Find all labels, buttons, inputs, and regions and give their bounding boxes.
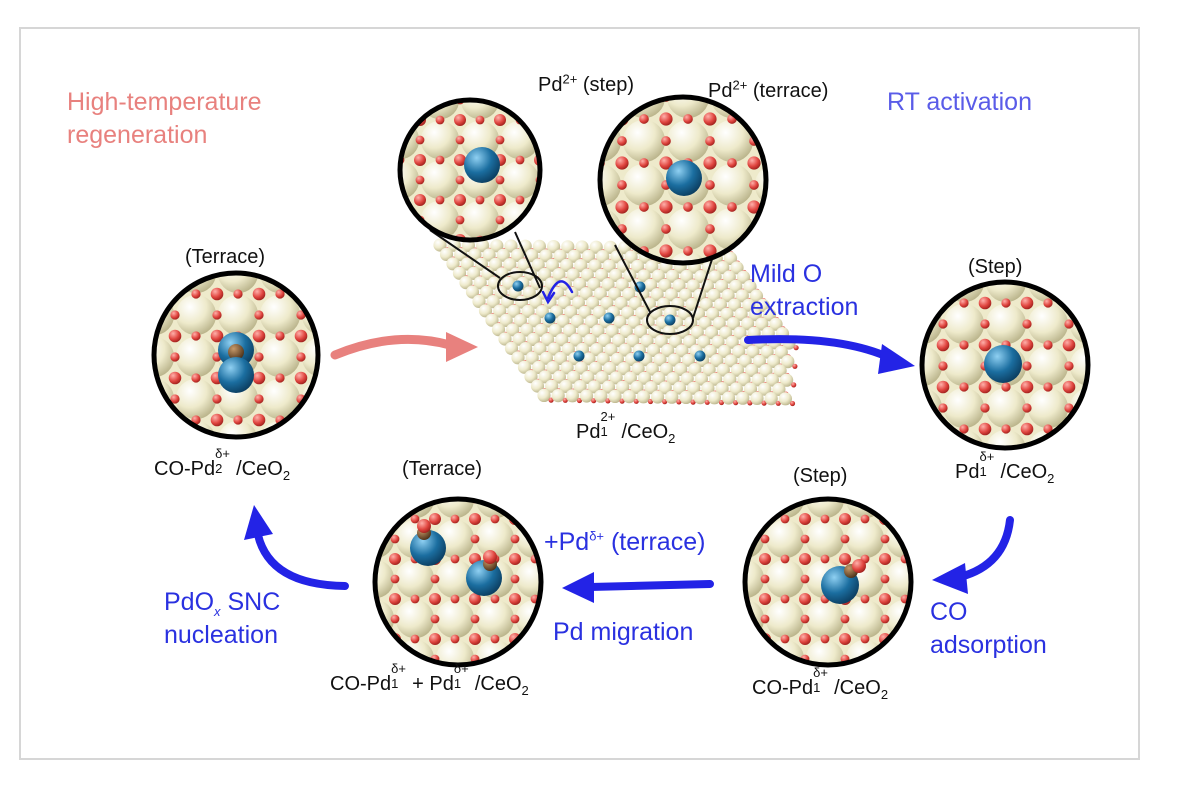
blue-arrow-right-head bbox=[878, 344, 915, 374]
terrace-bottom-label: (Terrace) bbox=[402, 458, 483, 480]
pd-atom bbox=[664, 314, 676, 326]
blue-arrow-down bbox=[956, 516, 1014, 581]
plus-pd-terrace-label: +Pdδ+ (terrace) bbox=[544, 528, 706, 556]
mild-o-extraction-label: Mild O extraction bbox=[750, 260, 859, 321]
pd-atom bbox=[544, 312, 556, 324]
zoom-circle-step-bottom-border bbox=[742, 496, 914, 668]
zoom-lines bbox=[429, 229, 716, 335]
pd-atom bbox=[410, 530, 446, 566]
zoom-circle-pd-terrace-border bbox=[597, 94, 769, 266]
o-atom bbox=[417, 519, 431, 533]
zoom-circle-step-right-border bbox=[919, 279, 1091, 451]
pd-atom bbox=[573, 350, 585, 362]
zoom-circle-step-bottom bbox=[742, 496, 914, 668]
pd-atom bbox=[603, 312, 615, 324]
pd-atom bbox=[633, 350, 645, 362]
pd-atom bbox=[694, 350, 706, 362]
pdox-snc-nucleation-label: PdOx SNC nucleation bbox=[164, 588, 281, 649]
step-right-label: (Step) bbox=[968, 256, 1023, 278]
pd-atom bbox=[464, 147, 500, 183]
pd-terrace-zoom-label: Pd2+ (terrace) bbox=[708, 77, 829, 102]
pd-migration-label: Pd migration bbox=[553, 618, 694, 646]
pd-atom bbox=[984, 345, 1022, 383]
zoom-circle-terrace-left-border bbox=[151, 270, 321, 440]
pink-arrow-head bbox=[446, 332, 478, 362]
pd-atom bbox=[666, 160, 702, 196]
blue-arrow-left-head bbox=[562, 572, 594, 603]
blue-arrow-up bbox=[254, 531, 349, 590]
zoom-circle-terrace-bottom bbox=[372, 496, 544, 668]
zoom-circle-terrace-left bbox=[151, 270, 321, 440]
step-bottom-label: (Step) bbox=[793, 465, 848, 487]
terrace-left-label: (Terrace) bbox=[185, 246, 266, 268]
pink-arrow bbox=[330, 334, 455, 360]
blue-arrow-left bbox=[586, 580, 714, 591]
o-atom bbox=[483, 550, 497, 564]
small-hop-arrow bbox=[546, 280, 574, 300]
co-adsorption-label: CO adsorption bbox=[930, 598, 1047, 659]
pd-atom bbox=[512, 280, 524, 292]
c-atom bbox=[228, 344, 244, 360]
rt-activation-label: RT activation bbox=[887, 88, 1032, 116]
zoom-circle-terrace-bottom-border bbox=[372, 496, 544, 668]
zoom-circle-pd-step-border bbox=[397, 97, 543, 243]
high-temp-regeneration-label: High-temperature regeneration bbox=[67, 88, 262, 149]
blue-arrow-right bbox=[744, 335, 894, 362]
pd-atom bbox=[218, 357, 254, 393]
blue-arrow-down-head bbox=[932, 563, 968, 594]
o-atom bbox=[852, 559, 866, 573]
blue-arrow-up-head bbox=[244, 505, 273, 540]
arrows bbox=[244, 280, 1014, 603]
pd-step-zoom-label: Pd2+ (step) bbox=[538, 71, 634, 96]
ceo2-slab bbox=[433, 238, 799, 407]
